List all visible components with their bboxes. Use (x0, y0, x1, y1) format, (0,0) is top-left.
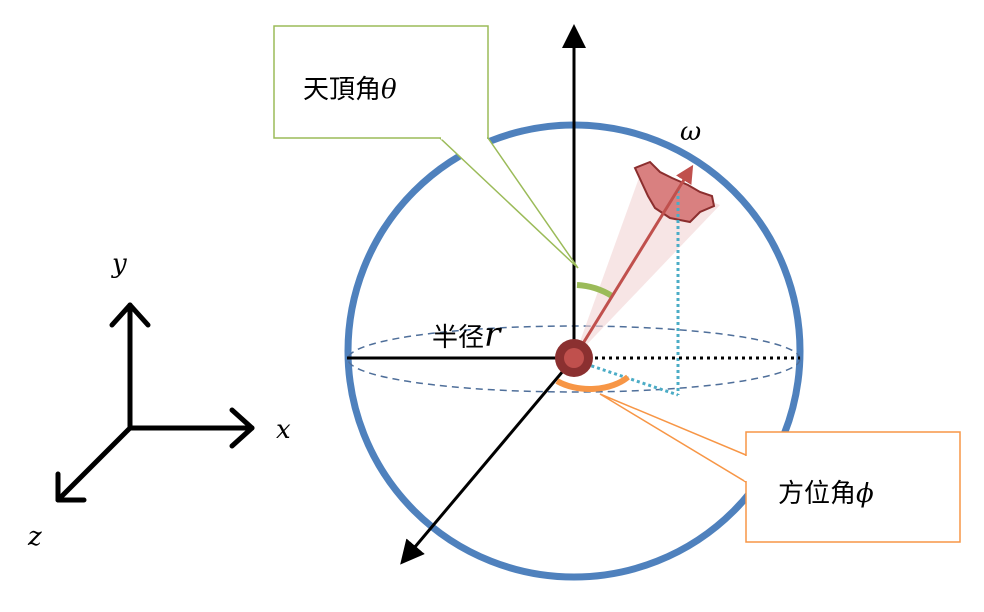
axis-x-label: x (276, 415, 291, 445)
z-axis (55, 425, 133, 503)
solid-angle-label: ω (680, 117, 701, 147)
zenith-angle-arc (576, 282, 614, 299)
projection-lines (579, 190, 680, 397)
azimuth-label: 方位角ϕ (778, 479, 874, 509)
coordinate-axes (55, 302, 255, 503)
zenith-callout: 天頂角θ (273, 25, 579, 269)
azimuth-angle-arc (555, 374, 630, 392)
radius-label: 半径r (432, 315, 502, 355)
axis-z-label: z (27, 522, 42, 552)
azimuth-callout: 方位角ϕ (599, 393, 961, 543)
direction-vector (572, 164, 694, 359)
solid-angle-patch (633, 160, 716, 224)
axis-y-label: y (111, 249, 127, 279)
zenith-label: 天頂角θ (303, 75, 397, 105)
depth-axis (400, 357, 576, 565)
